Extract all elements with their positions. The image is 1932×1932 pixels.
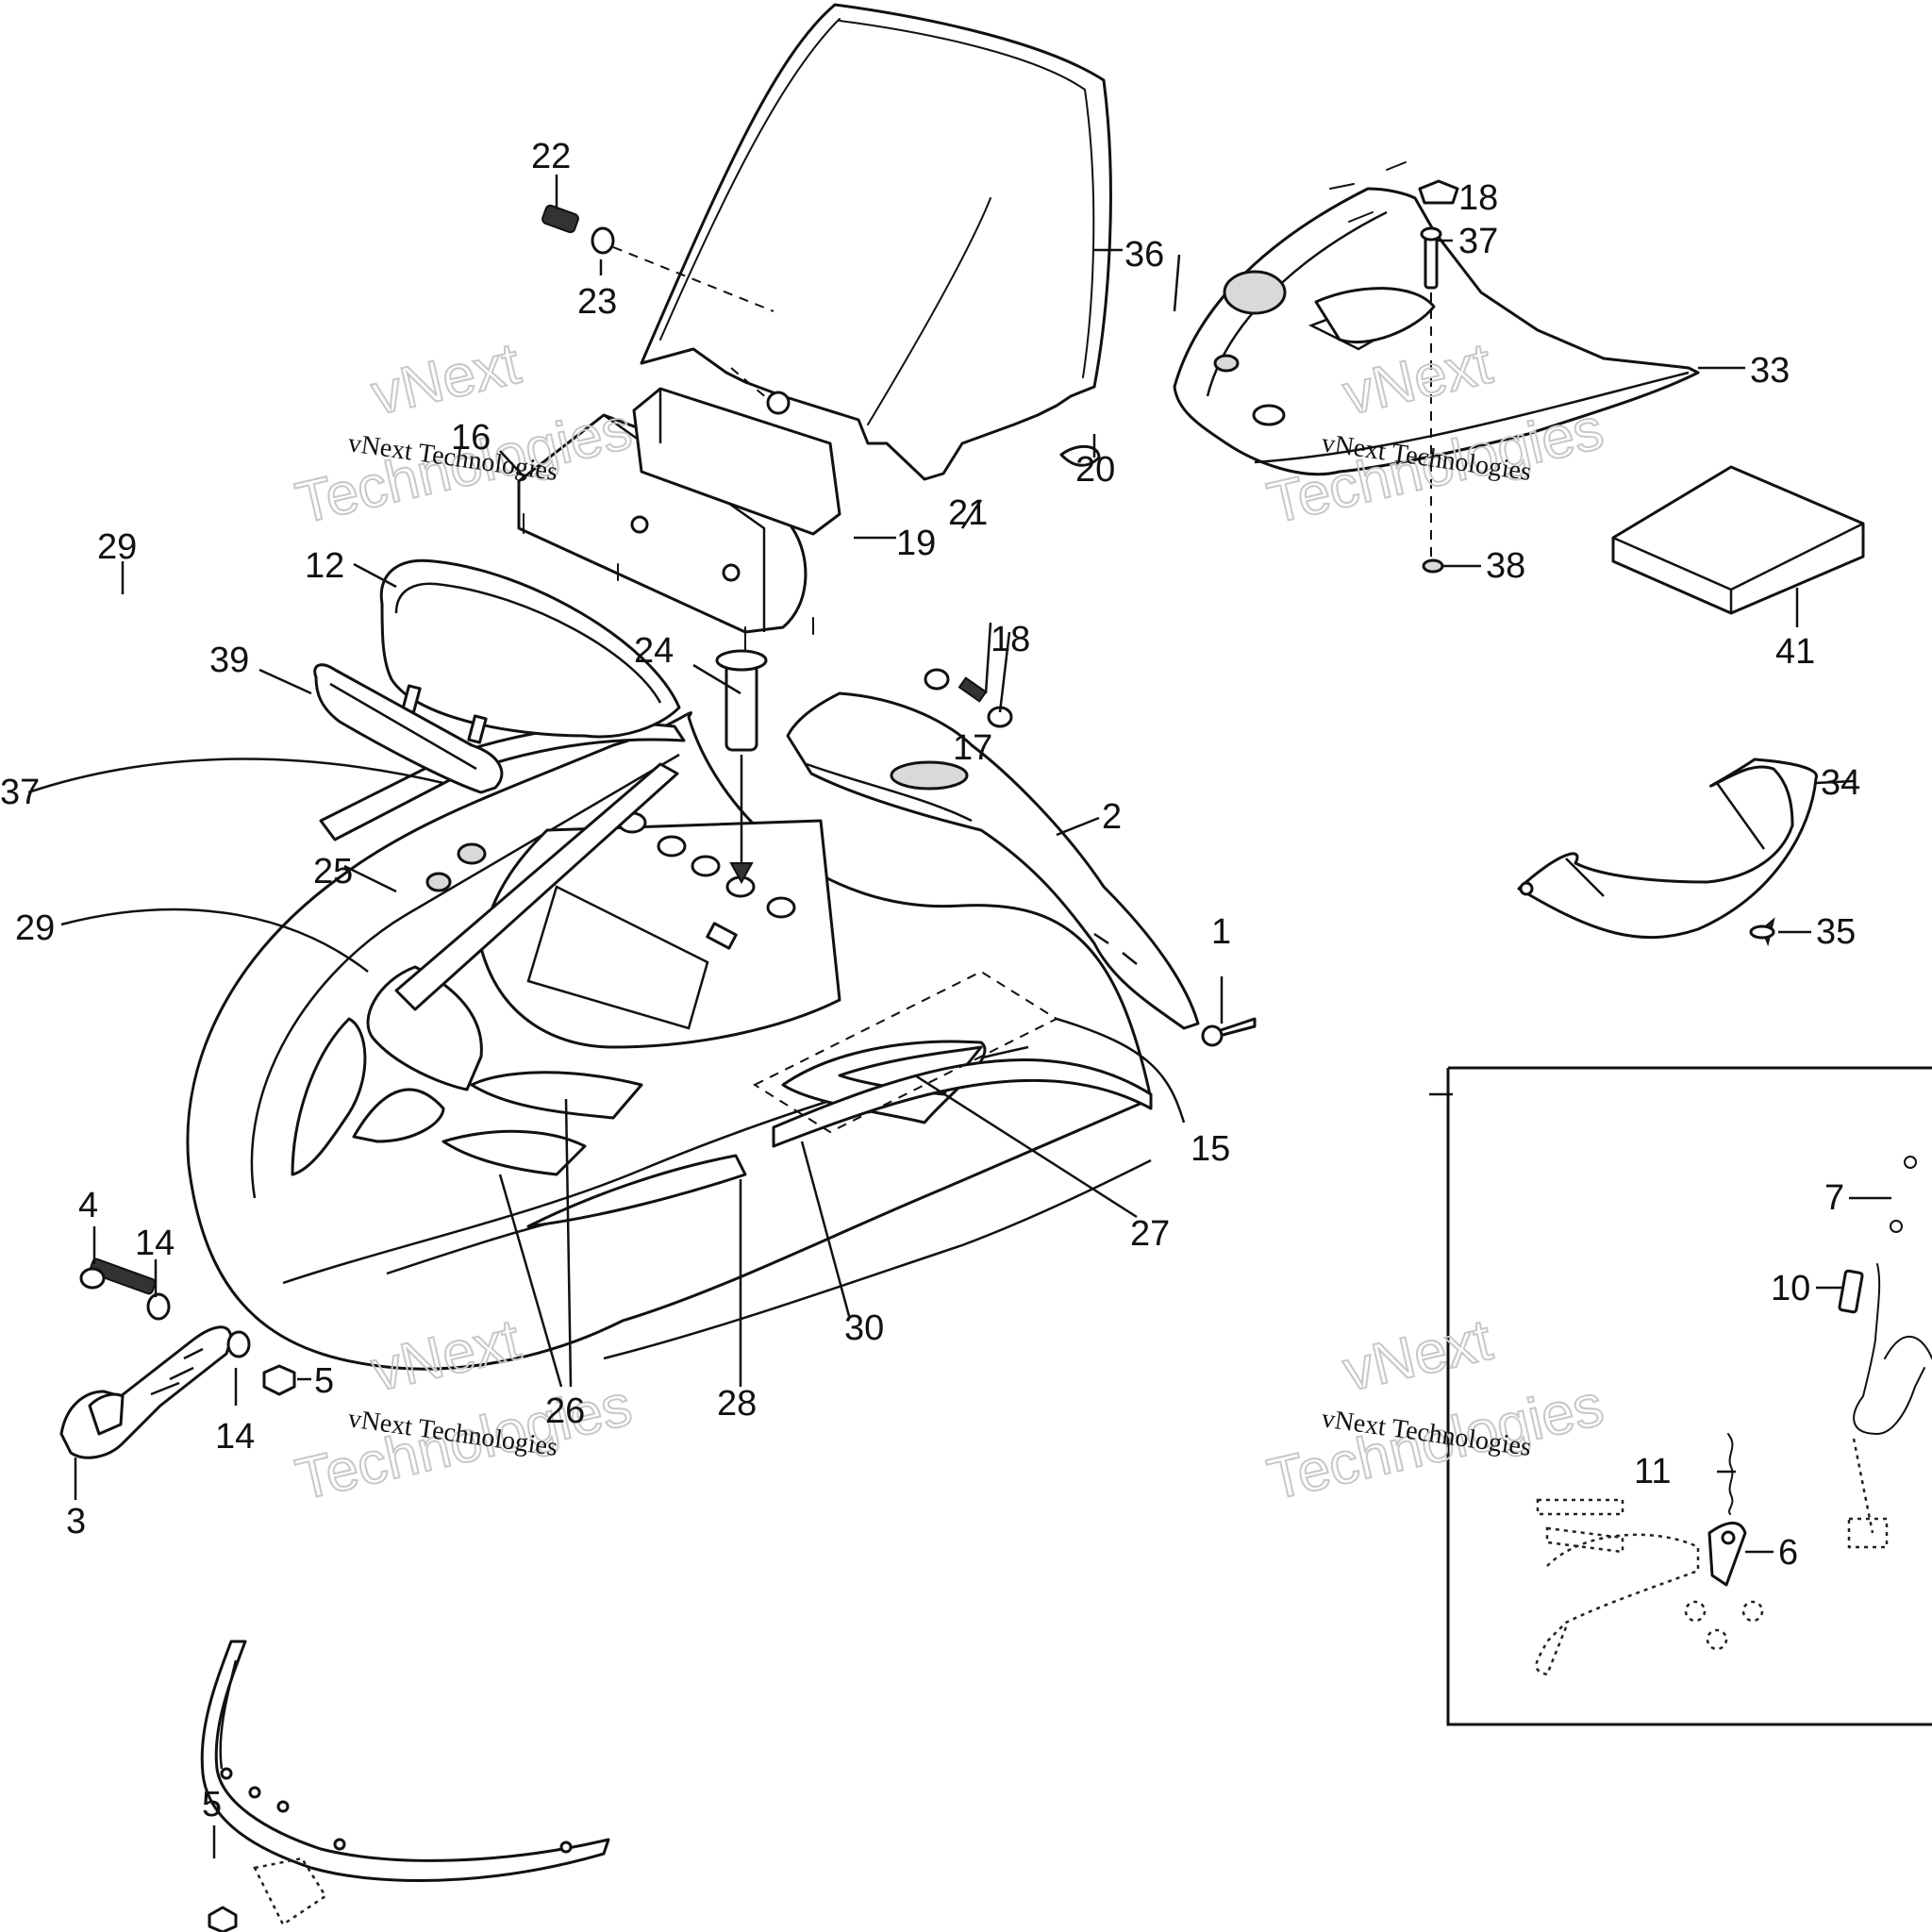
- screw-35: [1749, 917, 1775, 947]
- fasteners: [541, 204, 1257, 1047]
- callout-35: 35: [1816, 912, 1856, 952]
- callout-41: 41: [1775, 632, 1815, 672]
- callout-12: 12: [305, 546, 344, 586]
- callout-11: 11: [1634, 1452, 1671, 1491]
- callout-33: 33: [1750, 351, 1790, 391]
- callout-21: 21: [948, 493, 988, 533]
- callout-10: 10: [1771, 1269, 1810, 1308]
- callout-37-left: 37: [0, 773, 40, 812]
- callout-6: 6: [1778, 1533, 1798, 1573]
- foam-pad: [1611, 465, 1865, 615]
- callout-29-top: 29: [97, 527, 137, 567]
- callout-4: 4: [78, 1186, 98, 1225]
- callout-7: 7: [1824, 1178, 1844, 1218]
- dash-panel: [786, 691, 1200, 1030]
- watermark-line1: vNext: [1338, 1307, 1498, 1405]
- callout-2: 2: [1102, 797, 1122, 837]
- callout-18-right: 18: [991, 620, 1030, 659]
- callout-20: 20: [1075, 450, 1115, 490]
- front-bumper: [200, 1640, 610, 1932]
- callout-29-left: 29: [15, 908, 55, 948]
- callout-34: 34: [1821, 763, 1860, 803]
- callout-39: 39: [209, 641, 249, 680]
- headlamp-lens: [379, 558, 681, 744]
- callout-23: 23: [577, 282, 617, 322]
- callout-16: 16: [451, 418, 491, 458]
- callout-30: 30: [844, 1308, 884, 1348]
- watermark-line1: vNext: [366, 331, 526, 428]
- leader-lines: [27, 175, 1891, 1858]
- callout-14-top: 14: [135, 1224, 175, 1263]
- callout-22: 22: [531, 137, 571, 176]
- callout-36: 36: [1124, 235, 1164, 275]
- callout-19: 19: [896, 524, 936, 563]
- callout-15: 15: [1191, 1129, 1230, 1169]
- callout-24: 24: [634, 631, 674, 671]
- callout-14-bottom: 14: [215, 1417, 255, 1457]
- callout-25: 25: [313, 852, 353, 891]
- deflector: [1517, 758, 1818, 940]
- hood: [186, 711, 1153, 1371]
- callout-5-bottom: 5: [202, 1785, 222, 1824]
- callout-28: 28: [717, 1384, 757, 1424]
- callout-26: 26: [545, 1391, 585, 1431]
- callout-1: 1: [1211, 912, 1231, 952]
- inset-box: [1446, 1066, 1932, 1726]
- callout-37-right: 37: [1458, 222, 1498, 261]
- callout-3: 3: [66, 1502, 86, 1541]
- headlamp-trim: [313, 663, 504, 794]
- callout-38: 38: [1486, 546, 1525, 586]
- callout-27: 27: [1130, 1214, 1170, 1254]
- hinge-bracket: [59, 1257, 296, 1459]
- inner-hood-panel: [1173, 161, 1700, 476]
- gauge-pad: [632, 387, 841, 536]
- inner-panel-hardware: [1418, 179, 1459, 574]
- callout-18-top: 18: [1458, 178, 1498, 218]
- callout-17: 17: [953, 728, 992, 768]
- callout-5-top: 5: [314, 1361, 334, 1401]
- callout-labels: 22 23 36 20 16 19 21 29 12 39 37 25 29 2…: [0, 137, 1860, 1824]
- windshield: [640, 3, 1112, 481]
